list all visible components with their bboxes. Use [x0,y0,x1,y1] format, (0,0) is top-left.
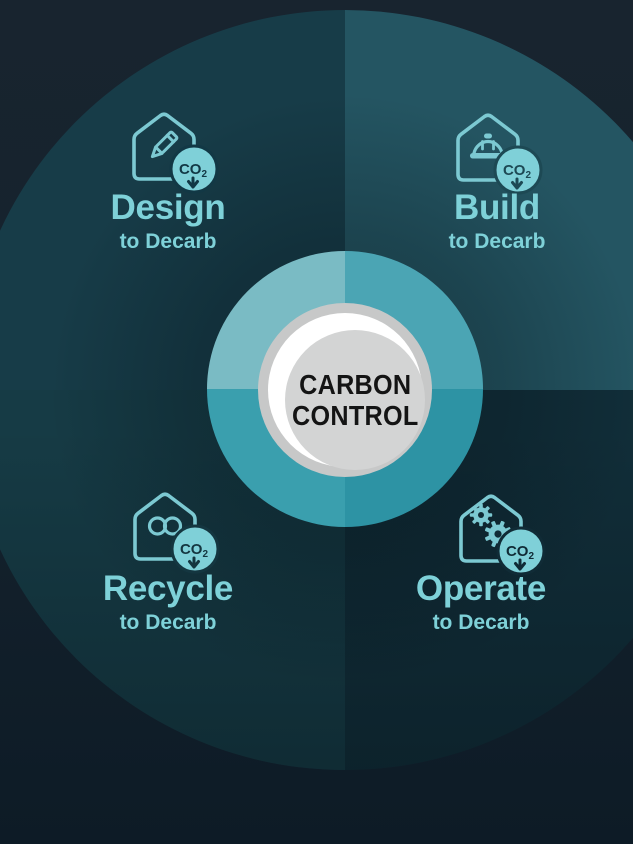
quadrant-subtitle: to Decarb [119,230,217,253]
hardhat-house-svg: CO2 [456,113,543,195]
gear-small-icon [469,503,493,527]
co2-badge-text: CO2 [503,162,532,181]
pencil-house-svg: CO2 [132,112,219,194]
co2-badge: CO2 [169,144,219,194]
down-arrow-icon [187,176,199,189]
center-white-ring: CARBON CONTROL [268,313,425,470]
co2-badge: CO2 [170,524,220,574]
quadrant-subtitle: to Decarb [432,611,530,634]
center-title-line2: CONTROL [291,400,419,431]
quadrant-label-design: Design to Decarb [48,190,288,254]
quadrant-subtitle: to Decarb [448,230,546,253]
co2-badge: CO2 [496,526,546,576]
quadrant-label-build: Build to Decarb [377,190,617,254]
quadrant-title: Recycle [102,569,234,608]
quadrant-label-operate: Operate to Decarb [361,571,601,635]
quadrant-title: Build [454,188,540,227]
infinity-house-svg: CO2 [133,492,220,574]
quadrant-title: Operate [415,569,547,608]
center-title-line1: CARBON [298,368,412,400]
quadrant-label-recycle: Recycle to Decarb [48,571,288,635]
pencil-icon [150,130,179,159]
down-arrow-icon [514,558,526,571]
hardhat-house-icon: CO2 [455,110,547,198]
co2-badge-text: CO2 [506,543,535,562]
co2-badge-text: CO2 [179,161,208,180]
center-inner-disc: CARBON CONTROL [285,330,425,470]
down-arrow-icon [511,177,523,190]
down-arrow-icon [188,556,200,569]
infinity-icon [147,516,183,536]
quadrant-title: Design [110,188,226,227]
co2-badge: CO2 [493,145,543,195]
hardhat-icon [470,133,506,159]
pencil-house-icon: CO2 [131,109,223,197]
center-title: CARBON CONTROL [292,369,418,432]
co2-badge-text: CO2 [180,541,209,560]
gears-house-svg: CO2 [459,494,546,576]
quadrant-subtitle: to Decarb [119,611,217,634]
gears-house-icon: CO2 [458,491,550,579]
infinity-house-icon: CO2 [132,489,224,577]
center-disc: CARBON CONTROL [258,303,432,477]
